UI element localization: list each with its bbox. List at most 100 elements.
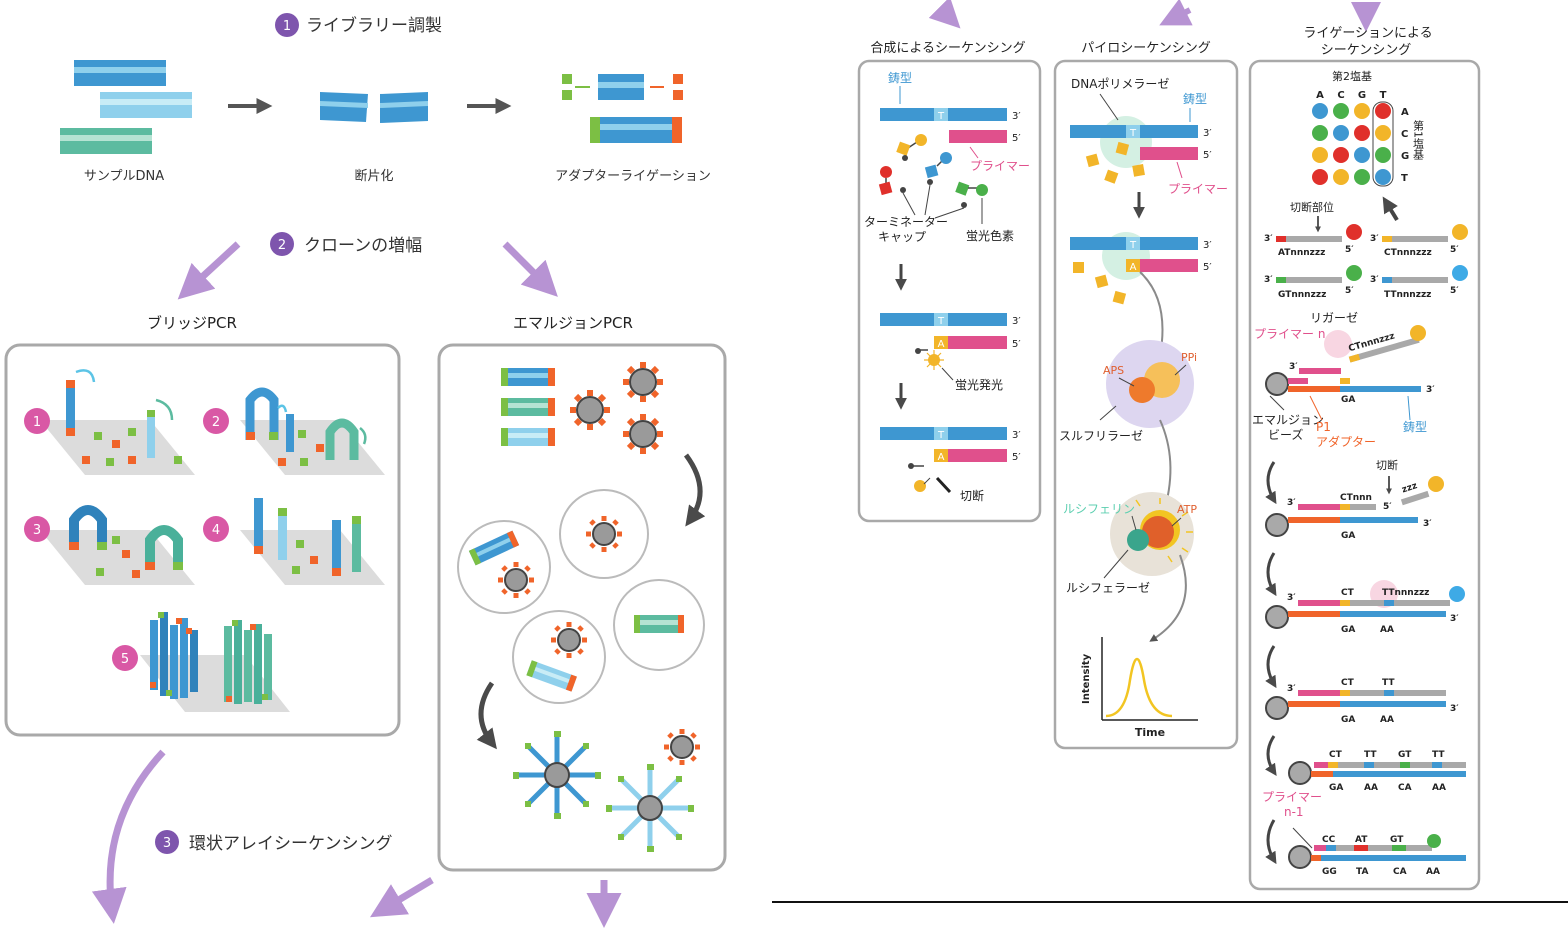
- sbs-primer-label: プライマー: [970, 159, 1030, 173]
- lig-step1-3p-b: 3′: [1426, 385, 1435, 395]
- lig-probe2-5p: 5′: [1450, 245, 1459, 255]
- lig-col-t: T: [1380, 90, 1387, 101]
- lig-probe3-3p: 3′: [1264, 275, 1273, 285]
- lig-graphics: 第2塩基 A C G T A C G T 第1塩基 切断部位 3′ ATnnnz…: [1252, 69, 1468, 877]
- sample-dna-graphic: [60, 60, 192, 154]
- lig-step1-3p: 3′: [1289, 362, 1298, 372]
- step1-num: 1: [283, 19, 291, 34]
- sbs-5p-1: 5′: [1012, 133, 1021, 144]
- lig-step6-bot-4: AA: [1426, 867, 1440, 877]
- pyro-graphics: DNAポリメラーゼ 鋳型 T 3′ 5′ プライマー T 3′ A 5′: [1059, 77, 1228, 739]
- sbs-a3: A: [938, 452, 945, 463]
- pyro-sulfurylase-label: スルフリラーゼ: [1059, 429, 1143, 443]
- sbs-title: 合成によるシーケンシング: [870, 41, 1025, 56]
- emulsion-pcr-title: エマルジョンPCR: [513, 314, 633, 332]
- emulsion-pcr-graphics: [457, 362, 706, 852]
- lig-row-a: A: [1401, 107, 1409, 118]
- sbs-template-label: 鋳型: [888, 71, 912, 85]
- sbs-t1: T: [937, 111, 945, 122]
- pyro-t2: T: [1129, 240, 1137, 251]
- lig-row-t: T: [1401, 173, 1408, 184]
- lig-step3-3p: 3′: [1287, 593, 1296, 603]
- bridge-step-4: 4: [212, 523, 220, 538]
- lig-step5-top-2: TT: [1364, 750, 1377, 760]
- sbs-3p-1: 3′: [1012, 111, 1021, 122]
- lig-step2-3p: 3′: [1287, 498, 1296, 508]
- step2-arrows: [177, 241, 558, 300]
- lig-step6-top-2: AT: [1355, 835, 1368, 845]
- lig-template-label: 鋳型: [1403, 420, 1427, 434]
- sbs-dye-label: 蛍光色素: [966, 229, 1014, 243]
- pyro-a2: A: [1130, 262, 1137, 273]
- lig-step2-ctnnn: CTnnn: [1340, 493, 1372, 503]
- lig-step5-top-1: CT: [1329, 750, 1343, 760]
- adapter-ligation-label: アダプターライゲーション: [555, 169, 711, 184]
- lig-p1-label: P1: [1316, 420, 1331, 434]
- lig-step5-bot-1: GA: [1329, 783, 1343, 793]
- lig-step3-ct: CT: [1341, 588, 1355, 598]
- sbs-cleave-label: 切断: [960, 488, 984, 503]
- pyro-xlabel: Time: [1135, 726, 1165, 739]
- step2-badge: [270, 232, 294, 256]
- step2-title: クローンの増幅: [304, 236, 422, 256]
- sbs-t2: T: [937, 316, 945, 327]
- lig-primer-n-label: プライマー n: [1254, 327, 1325, 341]
- bridge-step-1: 1: [33, 415, 41, 430]
- lig-cut-label: 切断: [1376, 458, 1398, 472]
- lig-panel: [1248, 59, 1481, 891]
- pyro-template-label: 鋳型: [1183, 92, 1207, 106]
- lig-col-c: C: [1337, 90, 1344, 101]
- lig-step3-ttnnnzzz: TTnnnzzz: [1382, 588, 1429, 598]
- lig-probe3-5p: 5′: [1345, 286, 1354, 296]
- pyro-5p-2: 5′: [1203, 262, 1212, 273]
- lig-step2-ga: GA: [1341, 531, 1355, 541]
- pyro-polymerase-label: DNAポリメラーゼ: [1071, 77, 1169, 91]
- lig-probe1-5p: 5′: [1345, 245, 1354, 255]
- lig-step5-bot-3: CA: [1398, 783, 1412, 793]
- pyro-primer-label: プライマー: [1168, 182, 1228, 196]
- step3-heading: 3 環状アレイシーケンシング: [155, 830, 393, 854]
- lig-step5-top-4: TT: [1432, 750, 1445, 760]
- bridge-step-5: 5: [121, 652, 129, 667]
- lig-first-base: 第1塩基: [1412, 119, 1425, 160]
- pyro-atp-label: ATP: [1177, 503, 1197, 516]
- lig-primer-n1-label-2: n-1: [1284, 805, 1304, 819]
- lig-probe1-seq: ATnnnzzz: [1278, 248, 1325, 258]
- top-arrows: [928, 0, 1381, 32]
- lig-step6-bot-1: GG: [1322, 867, 1337, 877]
- sample-dna-label: サンプルDNA: [84, 169, 164, 184]
- lig-col-g: G: [1358, 90, 1366, 101]
- pyro-ppi-label: PPi: [1181, 351, 1197, 364]
- emulsion-pcr-panel: [437, 343, 727, 872]
- sbs-5p-2: 5′: [1012, 339, 1021, 350]
- lig-step4-3p-b: 3′: [1450, 704, 1459, 714]
- lig-step4-ga: GA: [1341, 715, 1355, 725]
- lig-probe2-seq: CTnnnzzz: [1384, 248, 1432, 258]
- pyro-5p-1: 5′: [1203, 150, 1212, 161]
- sbs-terminator-label-1: ターミネーター: [864, 215, 948, 229]
- lig-step5-bot-4: AA: [1432, 783, 1446, 793]
- lig-step6-top-3: GT: [1390, 835, 1404, 845]
- lig-probe4-5p: 5′: [1450, 286, 1459, 296]
- lig-cut-site-label: 切断部位: [1290, 200, 1334, 214]
- lig-probe2-3p: 3′: [1370, 234, 1379, 244]
- sbs-3p-3: 3′: [1012, 430, 1021, 441]
- sbs-t3: T: [937, 430, 945, 441]
- lig-step6-bot-3: CA: [1393, 867, 1407, 877]
- lig-step6-bot-2: TA: [1356, 867, 1368, 877]
- step3-badge: [155, 830, 179, 854]
- lig-step5-bot-2: AA: [1364, 783, 1378, 793]
- lig-step2-3p-b: 3′: [1423, 519, 1432, 529]
- step3-title: 環状アレイシーケンシング: [189, 834, 393, 854]
- lig-step5-top-3: GT: [1398, 750, 1412, 760]
- lig-second-base: 第2塩基: [1332, 69, 1372, 83]
- step2-heading: 2 クローンの増幅: [270, 232, 422, 256]
- lig-step1-ga: GA: [1341, 395, 1355, 405]
- pyro-3p-2: 3′: [1203, 240, 1212, 251]
- bridge-step-3: 3: [33, 523, 41, 538]
- pyro-title: パイロシーケンシング: [1081, 41, 1211, 56]
- step1-heading: 1 ライブラリー調製: [275, 13, 442, 37]
- fragment-graphic: [320, 92, 428, 123]
- sbs-a2: A: [938, 339, 945, 350]
